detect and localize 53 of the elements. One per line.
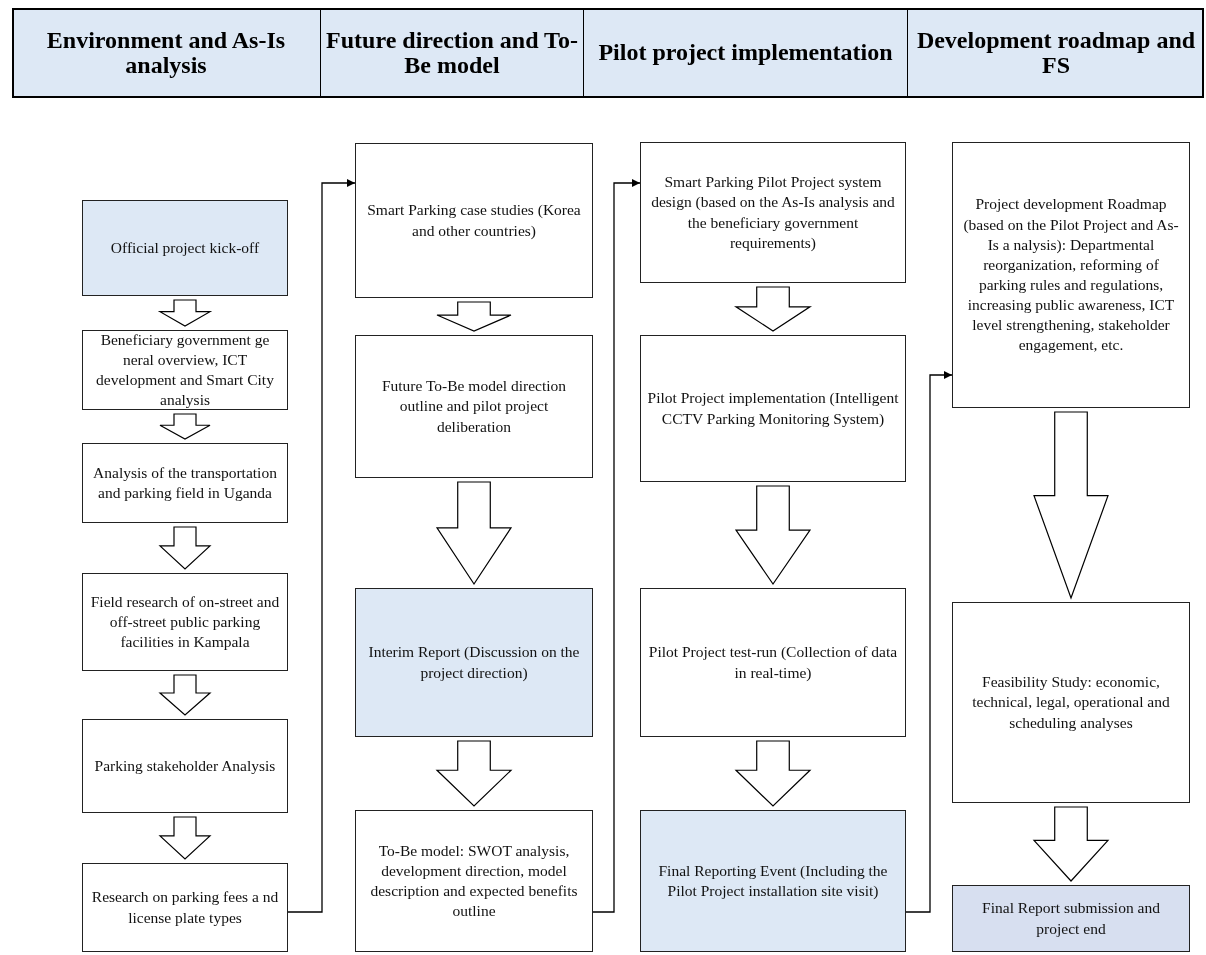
- box-text: Pilot Project implementation (Intelligent CCTV Parking Monitoring System): [647, 388, 899, 429]
- block-arrow: [435, 481, 513, 586]
- process-box: [640, 335, 906, 482]
- block-arrow: [1032, 806, 1110, 882]
- process-box: [355, 588, 593, 737]
- box-text: Project development Roadmap (based on the Pilot Project and As-Is a nalysis): Departmental reorganization, reforming of parking rules and regulations, increasing public awareness, ICT level strengthening, stakeholder engagement, etc.: [962, 194, 1180, 356]
- process-box: [952, 142, 1190, 408]
- box-text: Feasibility Study: economic, technical, legal, operational and scheduling analyses: [971, 672, 1171, 733]
- process-box: [952, 602, 1190, 803]
- box-text: To-Be model: SWOT analysis, development direction, model description and expected benefits outline: [369, 840, 579, 922]
- process-box: [355, 335, 593, 478]
- process-box: [952, 885, 1190, 952]
- box-text: Parking stakeholder Analysis: [94, 755, 276, 776]
- column-heading: Environment and As-Is analysis: [45, 27, 287, 79]
- box-text: Final Report submission and project end: [981, 898, 1161, 939]
- column-heading: Development roadmap and FS: [915, 27, 1197, 79]
- process-box: [82, 200, 288, 296]
- box-text: Analysis of the transportation and parking field in Uganda: [92, 462, 278, 503]
- block-arrow: [158, 674, 212, 716]
- box-text: Smart Parking case studies (Korea and other countries): [366, 200, 582, 241]
- connector-arrow: [592, 179, 641, 913]
- box-text: Smart Parking Pilot Project system design (based on the As-Is analysis and the beneficiary government requirements): [650, 172, 896, 253]
- box-text: Official project kick-off: [110, 237, 260, 258]
- box-text: Field research of on-street and off-street public parking facilities in Kampala: [89, 591, 281, 653]
- process-box: [82, 719, 288, 813]
- block-arrow: [734, 286, 812, 332]
- block-arrow: [158, 816, 212, 860]
- process-box: [355, 143, 593, 298]
- box-text: Pilot Project test-run (Collection of data in real-time): [647, 642, 899, 683]
- column-heading: Pilot project implementation: [598, 40, 893, 66]
- process-box: [355, 810, 593, 952]
- connector-arrow: [287, 179, 356, 913]
- block-arrow: [734, 485, 812, 586]
- column-heading: Future direction and To-Be model: [325, 27, 579, 79]
- process-box: [82, 863, 288, 952]
- block-arrow: [157, 299, 213, 327]
- process-box: [82, 573, 288, 671]
- box-text: Beneficiary government ge neral overview, ICT development and Smart City analysis: [95, 329, 275, 411]
- connector-arrow: [905, 371, 953, 913]
- process-box: [640, 810, 906, 952]
- block-arrow: [436, 301, 512, 332]
- block-arrow: [435, 740, 513, 807]
- box-text: Future To-Be model direction outline and pilot project deliberation: [380, 376, 568, 437]
- block-arrow: [158, 526, 212, 570]
- block-arrow: [1033, 411, 1109, 600]
- process-box: [82, 443, 288, 523]
- process-box: [640, 142, 906, 283]
- block-arrow: [734, 740, 812, 807]
- box-text: Research on parking fees a nd license plate types: [90, 887, 280, 928]
- block-arrow: [159, 413, 211, 440]
- box-text: Final Reporting Event (Including the Pilot Project installation site visit): [657, 860, 889, 901]
- process-box: [640, 588, 906, 737]
- box-text: Interim Report (Discussion on the project direction): [367, 642, 581, 683]
